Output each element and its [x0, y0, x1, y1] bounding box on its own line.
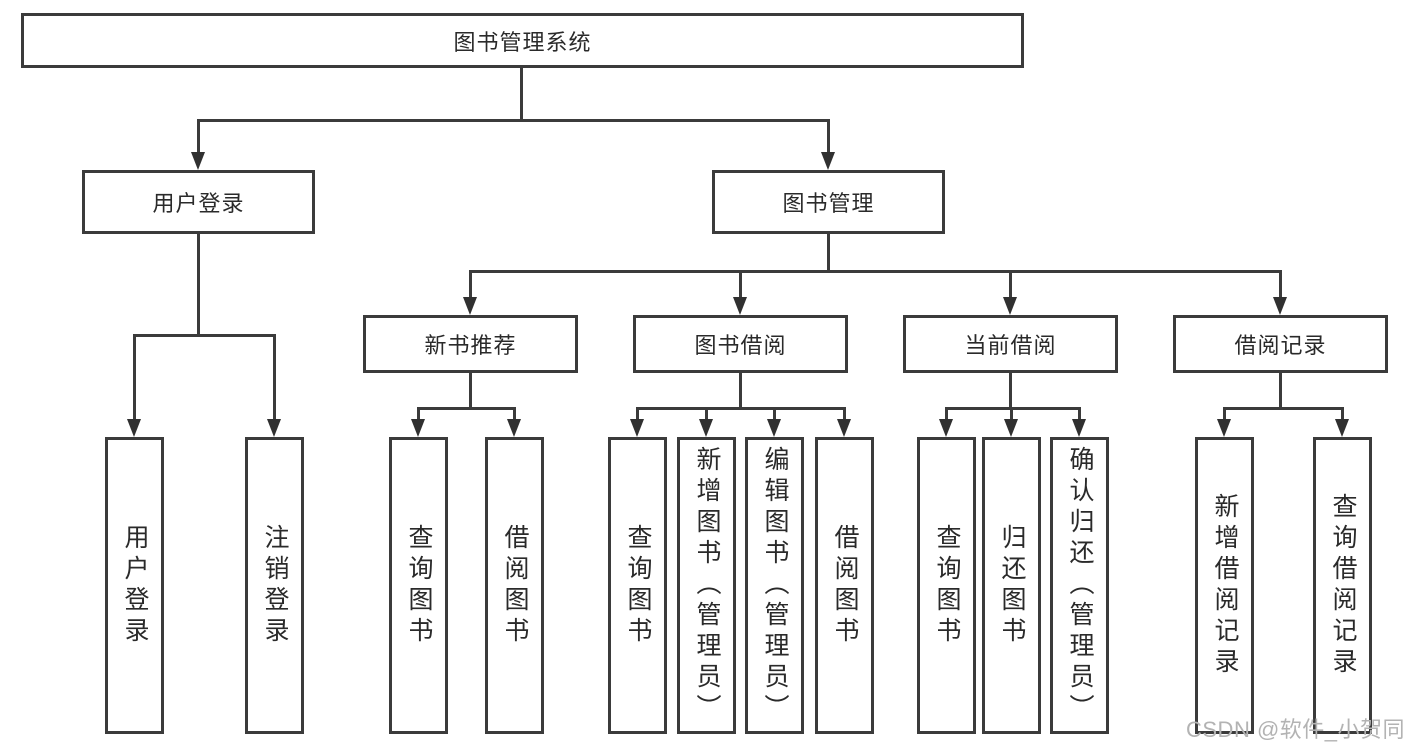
line-segment	[513, 407, 516, 425]
line-segment	[1009, 373, 1012, 410]
line-segment	[773, 407, 776, 425]
arrowhead-icon	[821, 152, 835, 170]
line-segment	[273, 334, 276, 424]
line-segment	[827, 234, 830, 273]
line-segment	[945, 407, 1081, 410]
leaf-edit-book-admin: 编辑图书（管理员）	[745, 437, 804, 734]
leaf-query-book-3: 查询图书	[917, 437, 976, 734]
arrowhead-icon	[699, 419, 713, 437]
line-segment	[469, 373, 472, 410]
leaf-logout: 注销登录	[245, 437, 304, 734]
line-segment	[843, 407, 846, 425]
line-segment	[1223, 407, 1344, 410]
line-segment	[197, 119, 200, 156]
arrowhead-icon	[267, 419, 281, 437]
leaf-confirm-return-admin: 确认归还（管理员）	[1050, 437, 1109, 734]
node-new-book-recommend: 新书推荐	[363, 315, 578, 373]
node-book-borrow: 图书借阅	[633, 315, 848, 373]
leaf-return-book: 归还图书	[982, 437, 1041, 734]
arrowhead-icon	[507, 419, 521, 437]
node-current-borrow: 当前借阅	[903, 315, 1118, 373]
line-segment	[417, 407, 516, 410]
leaf-query-book-2: 查询图书	[608, 437, 667, 734]
line-segment	[636, 407, 639, 425]
line-segment	[1078, 407, 1081, 425]
line-segment	[469, 270, 472, 300]
arrowhead-icon	[630, 419, 644, 437]
node-user-login: 用户登录	[82, 170, 315, 234]
line-segment	[636, 407, 846, 410]
line-segment	[197, 119, 830, 122]
line-segment	[520, 68, 523, 122]
line-segment	[739, 373, 742, 410]
leaf-borrow-book-2: 借阅图书	[815, 437, 874, 734]
leaf-add-book-admin: 新增图书（管理员）	[677, 437, 736, 734]
line-segment	[133, 334, 276, 337]
node-borrow-record: 借阅记录	[1173, 315, 1388, 373]
arrowhead-icon	[1004, 419, 1018, 437]
line-segment	[469, 270, 1282, 273]
node-root-title: 图书管理系统	[21, 13, 1024, 68]
arrowhead-icon	[1273, 297, 1287, 315]
line-segment	[133, 334, 136, 424]
arrowhead-icon	[767, 419, 781, 437]
leaf-query-book-1: 查询图书	[389, 437, 448, 734]
csdn-watermark: CSDN @软件_小贺同学	[1186, 717, 1405, 742]
line-segment	[1341, 407, 1344, 425]
arrowhead-icon	[127, 419, 141, 437]
arrowhead-icon	[463, 297, 477, 315]
line-segment	[1279, 373, 1282, 410]
leaf-borrow-book-1: 借阅图书	[485, 437, 544, 734]
arrowhead-icon	[837, 419, 851, 437]
line-segment	[827, 119, 830, 156]
line-segment	[417, 407, 420, 425]
line-segment	[197, 234, 200, 336]
line-segment	[1009, 270, 1012, 300]
arrowhead-icon	[1335, 419, 1349, 437]
arrowhead-icon	[191, 152, 205, 170]
line-segment	[1279, 270, 1282, 300]
line-segment	[1223, 407, 1226, 425]
line-segment	[739, 270, 742, 300]
node-book-management: 图书管理	[712, 170, 945, 234]
leaf-query-borrow-record: 查询借阅记录	[1313, 437, 1372, 734]
arrowhead-icon	[939, 419, 953, 437]
line-segment	[705, 407, 708, 425]
arrowhead-icon	[411, 419, 425, 437]
arrowhead-icon	[1072, 419, 1086, 437]
line-segment	[945, 407, 948, 425]
leaf-user-login: 用户登录	[105, 437, 164, 734]
leaf-add-borrow-record: 新增借阅记录	[1195, 437, 1254, 734]
arrowhead-icon	[1217, 419, 1231, 437]
arrowhead-icon	[1003, 297, 1017, 315]
arrowhead-icon	[733, 297, 747, 315]
line-segment	[1010, 407, 1013, 425]
